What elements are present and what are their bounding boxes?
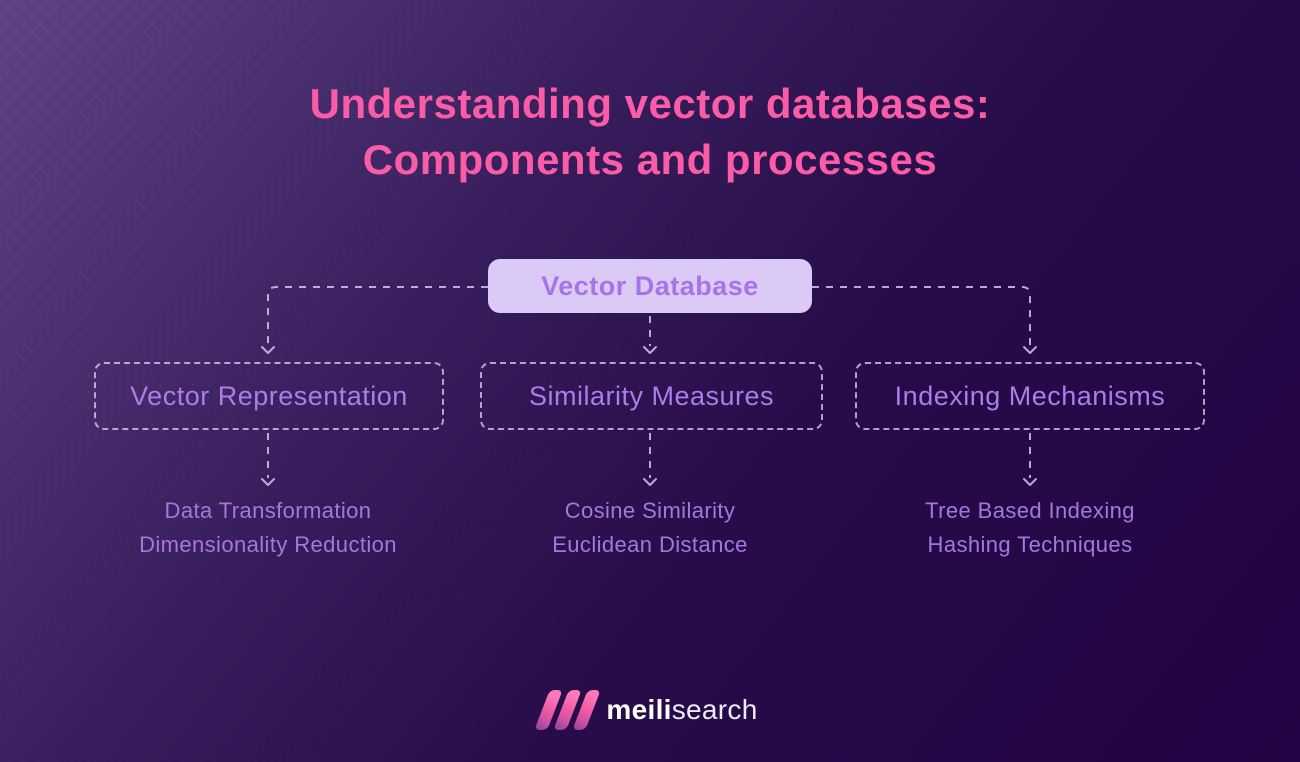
node-vector-database: Vector Database xyxy=(488,259,812,313)
leaf-item: Tree Based Indexing xyxy=(925,498,1135,523)
leaf-item: Cosine Similarity xyxy=(564,498,736,523)
footer-brand: meilisearch xyxy=(0,690,1300,730)
node-similarity-measures: Similarity Measures xyxy=(480,362,823,430)
page-title-line1: Understanding vector databases: xyxy=(309,80,991,128)
leaf-item: Euclidean Distance xyxy=(552,532,748,557)
leaves-vector-representation: Data Transformation Dimensionality Reduc… xyxy=(88,494,448,562)
meilisearch-logo-icon xyxy=(534,690,602,730)
leaves-similarity-measures: Cosine Similarity Euclidean Distance xyxy=(470,494,830,562)
page-title-line2: Components and processes xyxy=(362,136,938,184)
node-similarity-measures-label: Similarity Measures xyxy=(528,380,775,411)
node-vector-representation-label: Vector Representation xyxy=(130,380,408,411)
node-vector-representation: Vector Representation xyxy=(94,362,444,430)
leaf-item: Data Transformation xyxy=(164,498,372,523)
wordmark-light-part: search xyxy=(671,694,758,725)
node-indexing-mechanisms-label: Indexing Mechanisms xyxy=(894,380,1166,411)
leaf-item: Hashing Techniques xyxy=(927,532,1133,557)
leaf-item: Dimensionality Reduction xyxy=(139,532,397,557)
wordmark-bold-part: meili xyxy=(606,694,672,725)
page-title: Understanding vector databases: Componen… xyxy=(0,76,1300,188)
meilisearch-wordmark: meilisearch xyxy=(606,694,757,726)
node-indexing-mechanisms: Indexing Mechanisms xyxy=(855,362,1205,430)
node-vector-database-label: Vector Database xyxy=(541,270,759,301)
leaves-indexing-mechanisms: Tree Based Indexing Hashing Techniques xyxy=(850,494,1210,562)
